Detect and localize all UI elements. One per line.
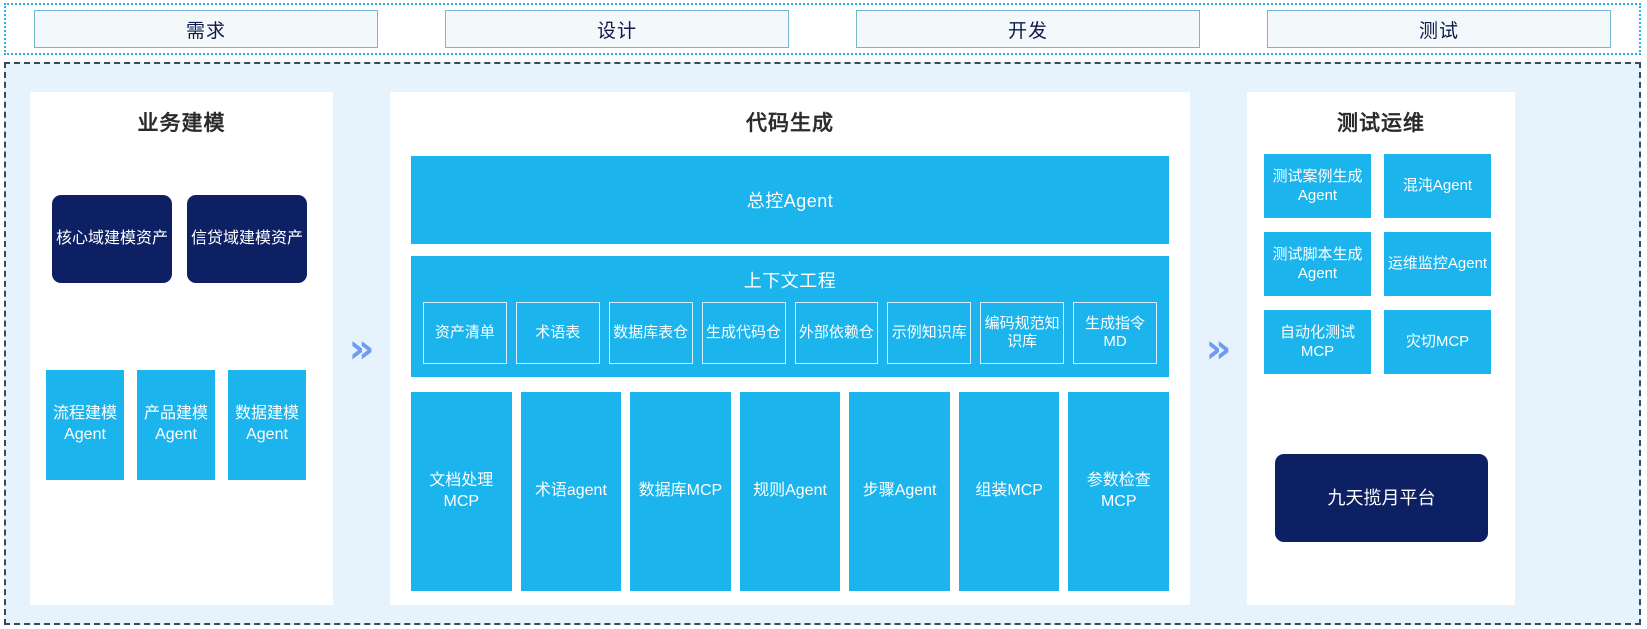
asset-card-core-domain[interactable]: 核心域建模资产 [52, 195, 172, 283]
chevron-right-icon-1: » [333, 92, 390, 605]
business-agents-group: 流程建模Agent 产品建模Agent 数据建模Agent [46, 370, 306, 480]
card-label: 自动化测试MCP [1279, 323, 1355, 361]
chevron-glyph: » [348, 325, 375, 372]
context-item-label: 数据库表仓 [613, 324, 689, 341]
context-item-label: 术语表 [535, 324, 581, 341]
card-automated-testing-mcp[interactable]: 自动化测试MCP [1264, 310, 1371, 374]
tool-card-label: 规则Agent [753, 482, 827, 500]
tool-card-label: 术语agent [534, 482, 607, 500]
panels-row: 业务建模 核心域建模资产 信贷域建模资产 流程建模Agent 产品建模Agent [6, 64, 1639, 623]
code-generation-body: 总控Agent 上下文工程 资产清单 术语表 数据库表仓 [411, 156, 1170, 591]
context-item-glossary[interactable]: 术语表 [515, 302, 600, 364]
master-agent-bar[interactable]: 总控Agent [411, 156, 1169, 244]
context-item-coding-standard-knowledge-base[interactable]: 编码规范知识库 [980, 302, 1065, 364]
panel-business-modeling: 业务建模 核心域建模资产 信贷域建模资产 流程建模Agent 产品建模Agent [30, 92, 333, 605]
context-item-example-knowledge-base[interactable]: 示例知识库 [887, 302, 972, 364]
context-item-label: 编码规范知识库 [984, 315, 1060, 350]
asset-card-label: 核心域建模资产 [56, 230, 169, 247]
stage-box-design[interactable]: 设计 [445, 10, 789, 48]
tool-card-database-mcp[interactable]: 数据库MCP [630, 392, 731, 591]
context-items-row: 资产清单 术语表 数据库表仓 生成代码仓 [411, 302, 1169, 364]
agent-card-data-modeling[interactable]: 数据建模Agent [228, 370, 306, 480]
context-item-label: 外部依赖仓 [798, 324, 874, 341]
stage-label: 开发 [1007, 20, 1048, 42]
panel-title-code-generation: 代码生成 [746, 112, 834, 135]
tool-card-document-processing-mcp[interactable]: 文档处理MCP [411, 392, 512, 591]
card-test-script-generation-agent[interactable]: 测试脚本生成Agent [1264, 232, 1371, 296]
card-jiutian-lanyue-platform[interactable]: 九天揽月平台 [1275, 454, 1488, 542]
asset-card-label: 信贷域建模资产 [191, 230, 304, 247]
card-label: 测试脚本生成Agent [1272, 245, 1363, 283]
context-item-external-dependency-repo[interactable]: 外部依赖仓 [794, 302, 879, 364]
context-item-generated-code-repo[interactable]: 生成代码仓 [701, 302, 786, 364]
stages-band: 需求 设计 开发 测试 [4, 3, 1641, 55]
card-label: 运维监控Agent [1387, 255, 1488, 273]
card-label: 混沌Agent [1402, 177, 1473, 195]
card-ops-monitoring-agent[interactable]: 运维监控Agent [1384, 232, 1491, 296]
tool-card-label: 数据库MCP [638, 482, 723, 500]
agent-card-label: 数据建模Agent [234, 405, 299, 443]
context-item-label: 生成指令MD [1085, 315, 1146, 350]
panel-test-ops: 测试运维 测试案例生成Agent 混沌Agent 测试脚本生成Agent 运维监… [1247, 92, 1515, 605]
business-assets-group: 核心域建模资产 信贷域建模资产 [52, 195, 307, 283]
card-label: 测试案例生成Agent [1272, 167, 1363, 205]
tool-card-label: 组装MCP [975, 482, 1043, 500]
tool-card-assembly-mcp[interactable]: 组装MCP [958, 392, 1060, 591]
tool-card-label: 步骤Agent [862, 482, 937, 500]
card-test-case-generation-agent[interactable]: 测试案例生成Agent [1264, 154, 1371, 218]
stage-box-testing[interactable]: 测试 [1267, 10, 1611, 48]
panel-code-generation: 代码生成 总控Agent 上下文工程 资产清单 术语表 [390, 92, 1190, 605]
tools-row: 文档处理MCP 术语agent 数据库MCP 规则Agent 步骤Agent [411, 392, 1170, 591]
master-agent-label: 总控Agent [746, 191, 834, 211]
context-item-label: 资产清单 [434, 324, 495, 341]
tool-card-step-agent[interactable]: 步骤Agent [849, 392, 950, 591]
context-item-asset-list[interactable]: 资产清单 [423, 302, 507, 364]
context-item-generation-instruction-md[interactable]: 生成指令MD [1073, 302, 1157, 364]
tool-card-glossary-agent[interactable]: 术语agent [520, 392, 622, 591]
context-engineering-block: 上下文工程 资产清单 术语表 数据库表仓 [411, 256, 1169, 377]
asset-card-credit-domain[interactable]: 信贷域建模资产 [187, 195, 307, 283]
panel-title-business-modeling: 业务建模 [137, 112, 226, 135]
context-item-db-table-repo[interactable]: 数据库表仓 [608, 302, 693, 364]
stage-box-requirements[interactable]: 需求 [34, 10, 378, 48]
context-item-label: 示例知识库 [891, 324, 967, 341]
card-label: 灾切MCP [1405, 333, 1470, 351]
chevron-glyph: » [1205, 325, 1232, 372]
tool-card-label: 文档处理MCP [429, 471, 494, 510]
card-label: 九天揽月平台 [1327, 487, 1436, 508]
stage-label: 需求 [185, 20, 226, 42]
card-chaos-agent[interactable]: 混沌Agent [1384, 154, 1491, 218]
agent-card-label: 产品建模Agent [143, 405, 208, 443]
test-ops-cards-grid: 测试案例生成Agent 混沌Agent 测试脚本生成Agent 运维监控Agen… [1264, 154, 1491, 374]
stage-label: 测试 [1418, 20, 1459, 42]
context-engineering-title: 上下文工程 [743, 271, 837, 291]
agent-card-product-modeling[interactable]: 产品建模Agent [137, 370, 215, 480]
chevron-right-icon-2: » [1190, 92, 1247, 605]
agent-card-process-modeling[interactable]: 流程建模Agent [46, 370, 124, 480]
stage-label: 设计 [596, 20, 637, 42]
main-dashed-area: 业务建模 核心域建模资产 信贷域建模资产 流程建模Agent 产品建模Agent [4, 62, 1641, 625]
stage-box-development[interactable]: 开发 [856, 10, 1200, 48]
tool-card-parameter-check-mcp[interactable]: 参数检查MCP [1068, 392, 1170, 591]
tool-card-rule-agent[interactable]: 规则Agent [739, 392, 841, 591]
tool-card-label: 参数检查MCP [1086, 471, 1151, 510]
panel-title-test-ops: 测试运维 [1337, 112, 1425, 135]
context-item-label: 生成代码仓 [706, 324, 782, 341]
agent-card-label: 流程建模Agent [52, 405, 117, 443]
card-disaster-switch-mcp[interactable]: 灾切MCP [1384, 310, 1491, 374]
